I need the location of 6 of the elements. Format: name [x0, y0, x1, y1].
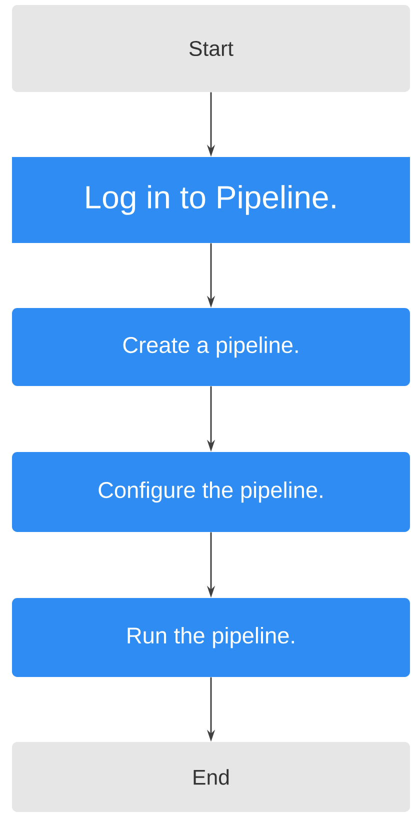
terminal-box: End	[12, 742, 410, 812]
process-box: Configure the pipeline.	[12, 452, 410, 532]
process-box: Log in to Pipeline.	[12, 157, 410, 243]
process-box: Run the pipeline.	[12, 598, 410, 677]
terminal-box: Start	[12, 5, 410, 92]
process-box: Create a pipeline.	[12, 308, 410, 386]
